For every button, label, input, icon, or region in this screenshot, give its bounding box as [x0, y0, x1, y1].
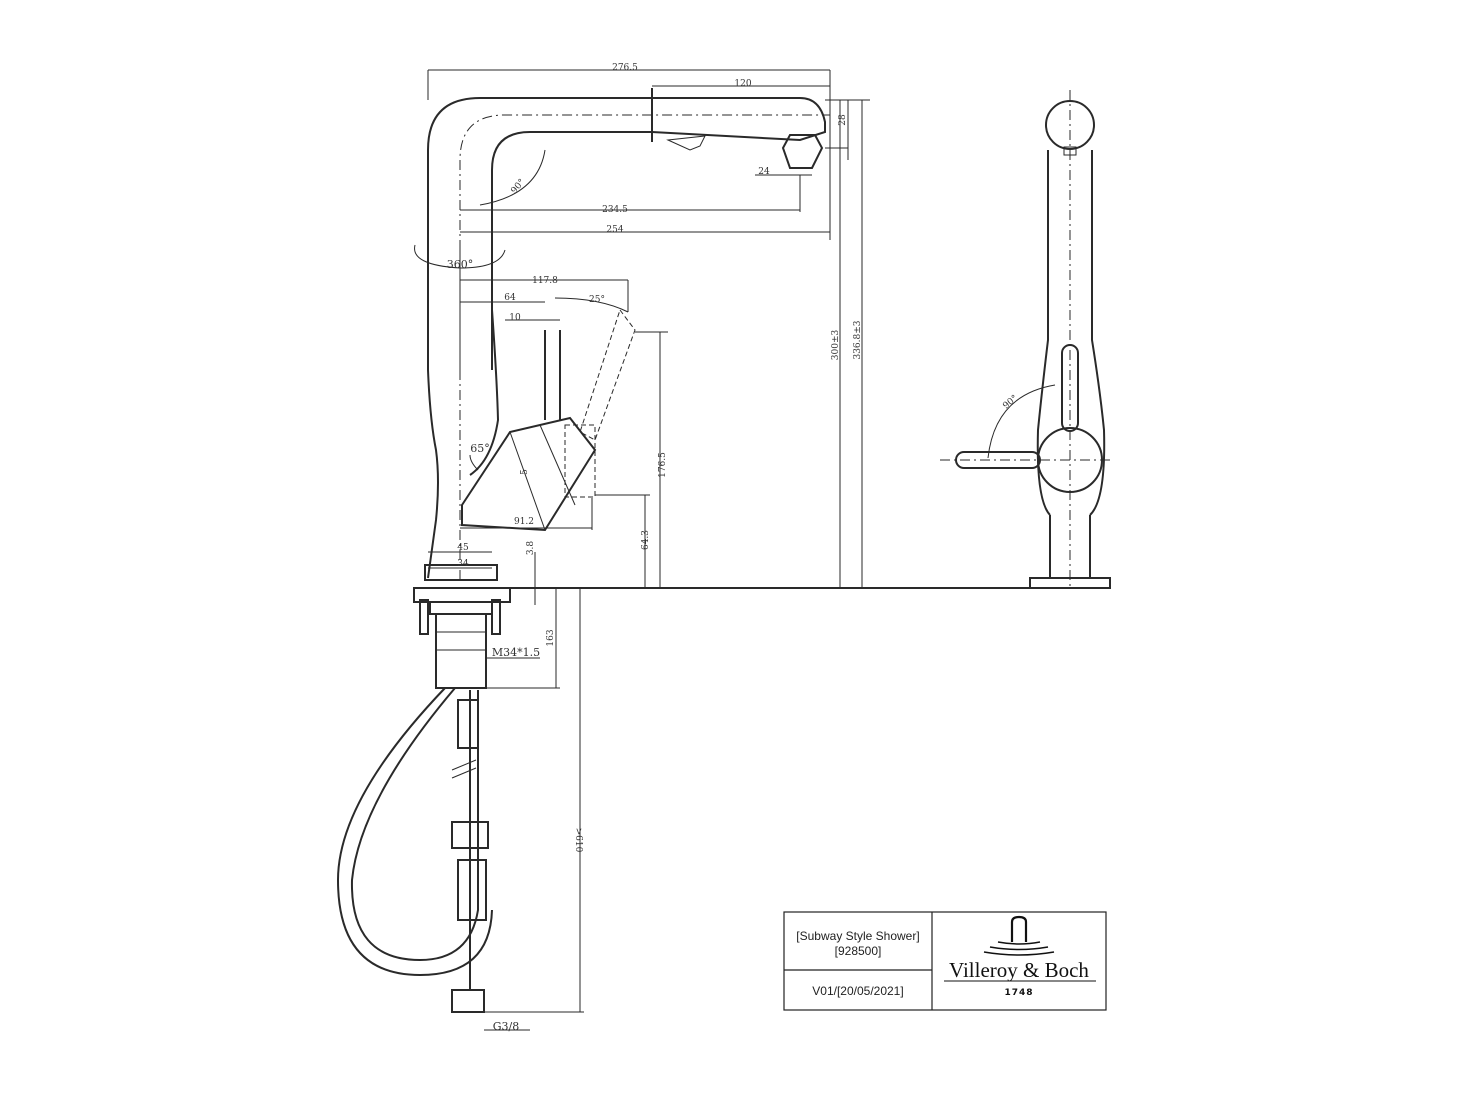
break-mark-2 — [451, 767, 477, 779]
side-base — [1029, 577, 1111, 589]
brand-name: Villeroy & Boch — [949, 958, 1089, 982]
dim-overall-height: 300±3 — [831, 330, 841, 361]
mixer-line-2 — [539, 424, 576, 506]
stud-right — [491, 599, 501, 635]
front-view — [336, 88, 1040, 1013]
body-right — [469, 309, 500, 476]
dim-lever-diameter: 10 — [509, 313, 521, 323]
side-body-left — [1036, 150, 1051, 516]
body-left — [427, 369, 439, 579]
brand-year: 1748 — [1004, 988, 1033, 998]
mixer-line-1 — [509, 431, 546, 531]
spray-head — [651, 97, 826, 142]
dim-reach-to-outlet: 234.5 — [602, 205, 628, 215]
hose-loop-outer-2 — [336, 687, 493, 977]
washer — [429, 601, 493, 615]
dim-lever-offset: 64 — [504, 293, 516, 303]
dim-connection: G3/8 — [493, 1020, 520, 1033]
side-lever-vertical — [1061, 344, 1079, 432]
dim-hose-length: >610 — [573, 828, 583, 853]
dim-shank-length: 163 — [546, 629, 556, 646]
brand-logo-mark — [983, 915, 1055, 956]
dim-body-angle: 65° — [470, 442, 490, 455]
base-flange — [424, 564, 498, 581]
dim-swivel-angle: 360° — [447, 258, 474, 271]
hose-fitting-3 — [457, 859, 487, 921]
dim-max-height: 336.8±3 — [853, 320, 863, 359]
dim-reach-to-tip: 254 — [606, 225, 623, 235]
dim-base-diameter-outer: 45 — [457, 543, 469, 553]
dim-body-diameter: 5 — [520, 469, 530, 475]
lever-tilted — [579, 308, 636, 441]
hose-fitting-1 — [457, 699, 479, 749]
break-mark-1 — [451, 759, 477, 771]
dim-base-thickness: 3.8 — [526, 541, 536, 556]
dim-base-diameter-inner: 34 — [457, 559, 469, 569]
side-spout-joint — [1063, 146, 1077, 156]
version-date: V01/[20/05/2021] — [812, 984, 903, 998]
spout-centerline — [459, 114, 830, 370]
dim-lever-reach: 117.8 — [532, 276, 558, 286]
title-block: [Subway Style Shower] [928500] V01/[20/0… — [783, 911, 1107, 1011]
hose-fitting-2 — [451, 821, 489, 849]
stud-left — [419, 599, 429, 635]
dim-head-diameter: 28 — [838, 114, 848, 126]
hose-end-fitting — [451, 989, 485, 1013]
dim-side-lever-angle: 90° — [1001, 394, 1020, 412]
dim-spray-head-length: 120 — [734, 79, 751, 89]
product-code: [928500] — [835, 944, 882, 958]
side-body-right — [1089, 150, 1106, 516]
outlet-nozzle — [781, 134, 824, 169]
dim-overall-reach: 276.5 — [612, 63, 638, 73]
dim-spout-angle: 90° — [510, 177, 528, 196]
shank — [435, 613, 487, 689]
spout-outer — [427, 97, 652, 370]
side-view: 90° — [940, 90, 1111, 590]
dim-body-height: 64.3 — [641, 530, 651, 550]
spray-button — [666, 135, 706, 151]
hose-loop-outer — [350, 687, 479, 962]
dimension-lines — [414, 69, 870, 1031]
side-spout-circle — [1045, 100, 1095, 150]
lever-ghost — [564, 424, 596, 498]
dim-body-width: 91.2 — [514, 517, 534, 527]
dim-lever-angle: 25° — [589, 295, 605, 305]
spout-inner — [491, 131, 652, 370]
dim-lever-height: 176.5 — [658, 452, 668, 478]
dimension-labels: 276.5 120 28 24 234.5 254 360° 90° 117.8… — [447, 63, 863, 1033]
product-name: [Subway Style Shower] — [796, 929, 919, 943]
dim-outlet-diameter: 24 — [758, 167, 770, 177]
title-block-frame — [783, 911, 1107, 1011]
dim-thread: M34*1.5 — [492, 646, 540, 659]
side-angle-arc — [987, 384, 1056, 459]
